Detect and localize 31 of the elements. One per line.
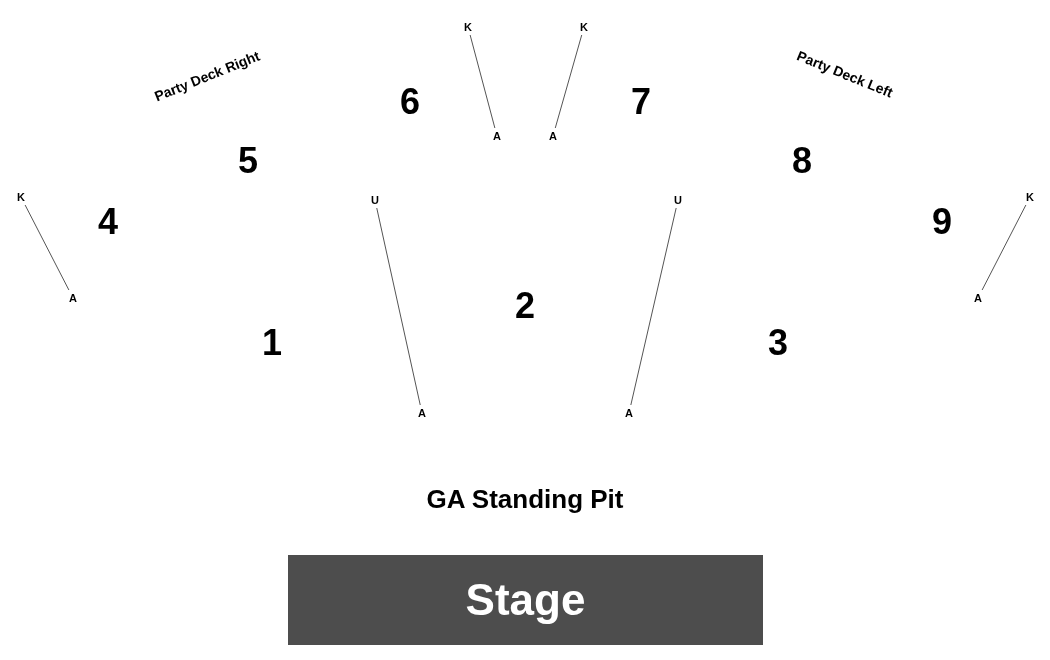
section-number: 6	[400, 84, 420, 120]
row-letter: U	[370, 194, 380, 206]
section-name: Party Deck Right	[152, 48, 262, 104]
row-letter: A	[68, 292, 78, 304]
section-number: 5	[238, 143, 258, 179]
row-line	[981, 204, 1027, 291]
row-letter: U	[673, 194, 683, 206]
row-line	[469, 34, 496, 129]
section-number: 3	[768, 325, 788, 361]
row-letter: A	[492, 130, 502, 142]
section-number: 1	[262, 325, 282, 361]
section-number: 8	[792, 143, 812, 179]
section-name: Party Deck Left	[795, 48, 895, 100]
row-letter: K	[463, 21, 473, 33]
row-line	[376, 207, 421, 406]
row-letter: K	[579, 21, 589, 33]
row-line	[630, 207, 677, 406]
row-letter: A	[624, 407, 634, 419]
section-number: 9	[932, 204, 952, 240]
row-letter: A	[417, 407, 427, 419]
area-name: GA Standing Pit	[426, 486, 624, 512]
section-number: 7	[631, 84, 651, 120]
row-line	[554, 34, 583, 129]
row-line	[24, 204, 70, 291]
row-letter: K	[1025, 191, 1035, 203]
row-letter: A	[973, 292, 983, 304]
stage-block: Stage	[288, 555, 763, 645]
section-number: 4	[98, 204, 118, 240]
row-letter: A	[548, 130, 558, 142]
row-letter: K	[16, 191, 26, 203]
section-number: 2	[515, 288, 535, 324]
